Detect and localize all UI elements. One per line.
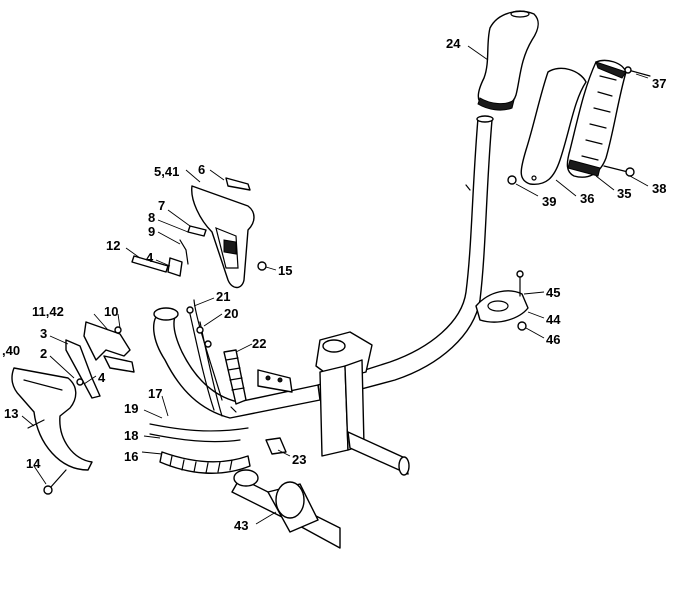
callout-11-42: 11,42 <box>32 304 64 319</box>
callout-2: 2 <box>40 346 47 361</box>
callout-17: 17 <box>148 386 162 401</box>
callout-8: 8 <box>148 210 155 225</box>
callout-24: 24 <box>446 36 461 51</box>
callout-6: 6 <box>198 162 205 177</box>
callout-22: 22 <box>252 336 266 351</box>
callout-12: 12 <box>106 238 120 253</box>
grip-24 <box>477 10 539 111</box>
callout-20: 20 <box>224 306 238 321</box>
throttle-housing <box>191 177 267 289</box>
callout-45: 45 <box>546 285 560 300</box>
callout-44: 44 <box>546 312 561 327</box>
callout-37: 37 <box>652 76 666 91</box>
callout-38: 38 <box>652 181 666 196</box>
callout-46: 46 <box>546 332 560 347</box>
callout-7: 7 <box>158 198 165 213</box>
callout-40: ,40 <box>2 343 20 358</box>
shaft <box>231 469 341 549</box>
callout-5-41: 5,41 <box>154 164 179 179</box>
handle-shell-36 <box>520 67 587 185</box>
leader-lines <box>21 45 649 525</box>
screw-14 <box>43 469 67 495</box>
screw-38 <box>603 165 635 177</box>
callout-4-upper: 4 <box>146 250 154 265</box>
callout-43: 43 <box>234 518 248 533</box>
screw-37 <box>624 66 651 77</box>
callout-18: 18 <box>124 428 138 443</box>
callout-23: 23 <box>292 452 306 467</box>
support-bracket <box>257 331 410 476</box>
callout-39: 39 <box>542 194 556 209</box>
callout-16: 16 <box>124 449 138 464</box>
callout-labels: 24 37 38 35 36 39 5,41 6 7 8 9 12 4 15 2… <box>2 36 666 533</box>
callout-3: 3 <box>40 326 47 341</box>
control-handle <box>11 321 135 495</box>
callout-9: 9 <box>148 224 155 239</box>
callout-15: 15 <box>278 263 292 278</box>
nut-39 <box>507 175 517 185</box>
callout-4-lower: 4 <box>98 370 106 385</box>
small-parts-left <box>131 225 207 277</box>
callout-35: 35 <box>617 186 631 201</box>
callout-36: 36 <box>580 191 594 206</box>
spiral-sleeve-16 <box>149 423 251 474</box>
callout-10: 10 <box>104 304 118 319</box>
callout-14: 14 <box>26 456 41 471</box>
cables <box>186 299 247 417</box>
clip-23 <box>265 437 287 455</box>
clamp-44 <box>475 270 529 331</box>
callout-13: 13 <box>4 406 18 421</box>
callout-19: 19 <box>124 401 138 416</box>
callout-21: 21 <box>216 289 230 304</box>
